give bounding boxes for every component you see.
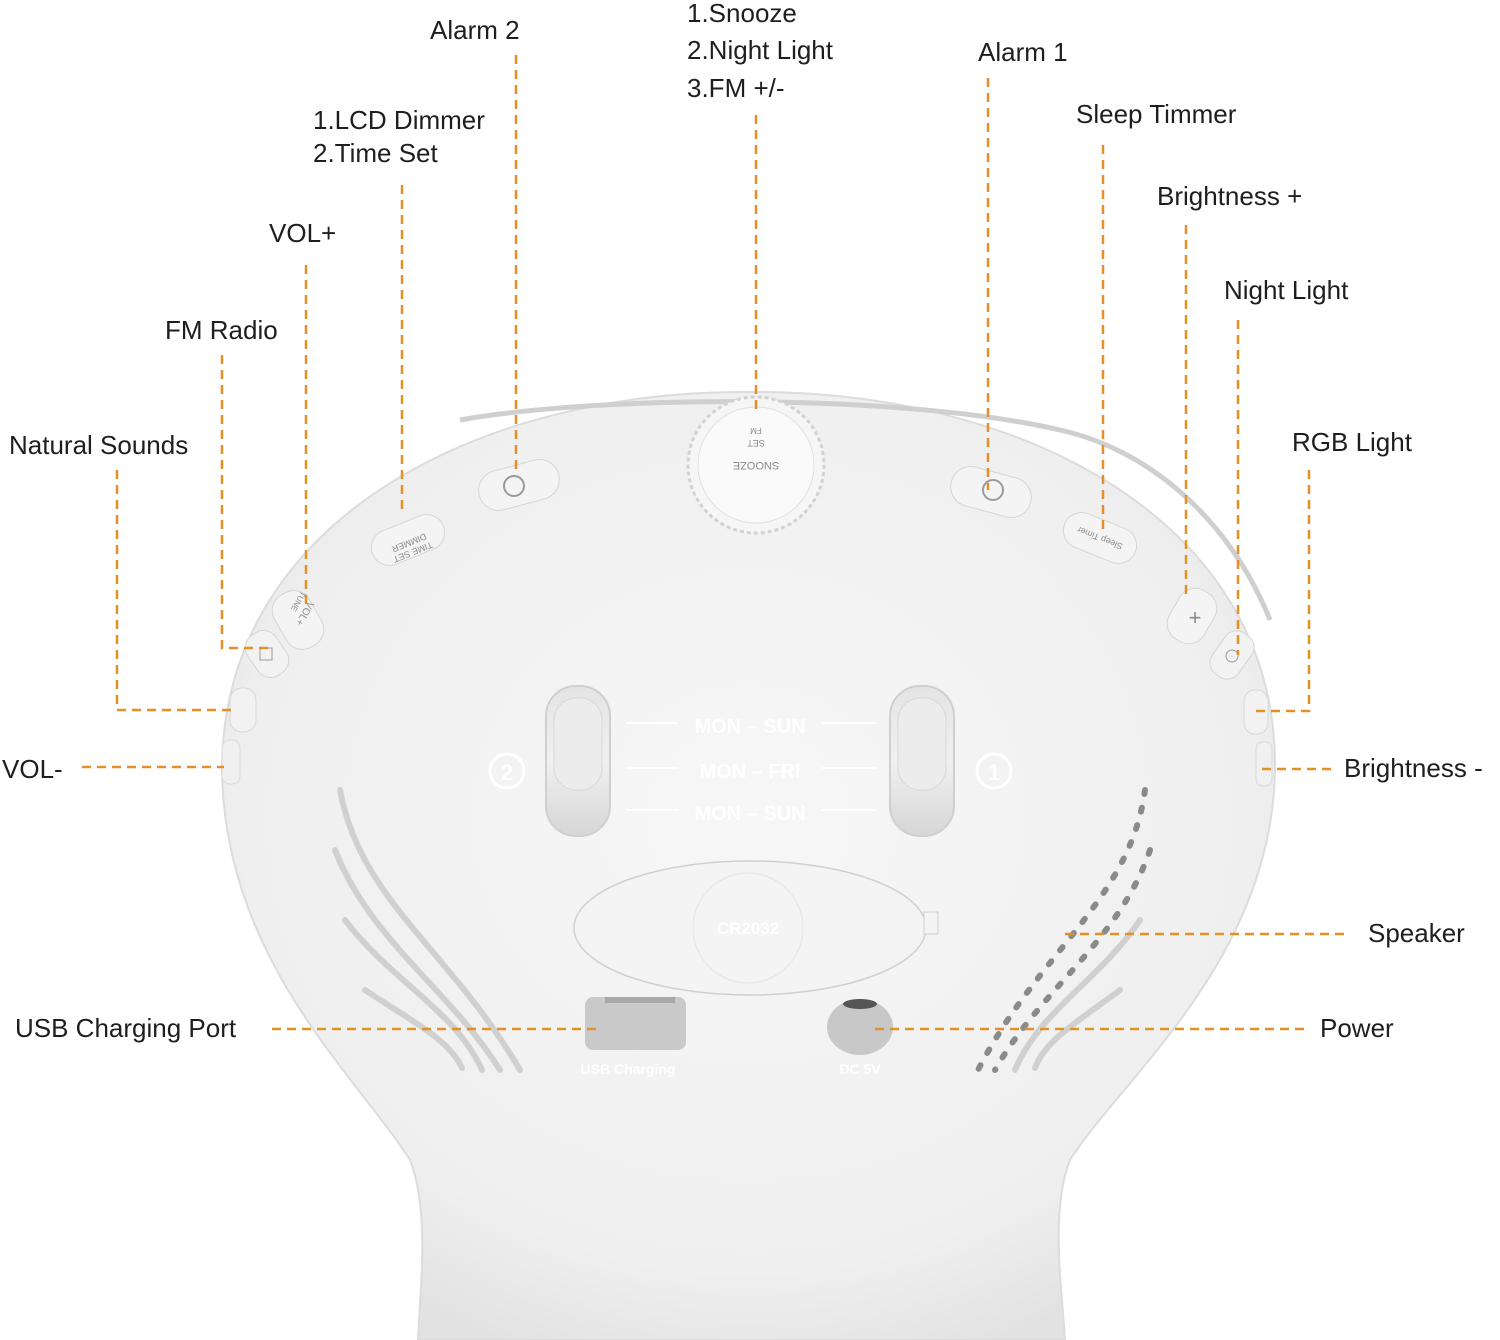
alarm1-indicator: 1 bbox=[975, 752, 1013, 790]
alarm2-button[interactable] bbox=[474, 455, 564, 515]
leader-fm-radio bbox=[220, 355, 272, 650]
fm-radio-button[interactable] bbox=[239, 625, 294, 684]
label-sleep-timer: Sleep Timmer bbox=[1076, 99, 1237, 129]
brightness-minus-button[interactable] bbox=[1255, 741, 1273, 787]
night-light-button[interactable] bbox=[1205, 625, 1260, 684]
set-print: SET bbox=[747, 438, 765, 448]
leader-natural-sounds bbox=[115, 470, 236, 712]
alarm-clock-icon bbox=[488, 752, 526, 790]
label-fm-tune: 3.FM +/- bbox=[687, 73, 785, 103]
leader-lines bbox=[82, 55, 1346, 1031]
usb-print: USB Charging bbox=[581, 1061, 676, 1077]
natural-sounds-button[interactable] bbox=[229, 687, 257, 733]
speaker-grille-right bbox=[975, 787, 1153, 1073]
mode-row-mon-sun: MON – SUN bbox=[694, 716, 805, 738]
label-fm-radio: FM Radio bbox=[165, 315, 278, 345]
alarm-clock-icon bbox=[982, 479, 1004, 501]
sleep-timer-button[interactable]: Sleep Timer bbox=[1058, 507, 1142, 569]
label-brightness-minus: Brightness - bbox=[1344, 753, 1483, 783]
label-vol-minus: VOL- bbox=[2, 754, 63, 784]
label-night-light: Night Light bbox=[1224, 275, 1349, 305]
label-vol-plus: VOL+ bbox=[269, 218, 336, 248]
usb-charging-port[interactable]: USB Charging bbox=[581, 997, 686, 1077]
alarm2-mode-switch[interactable] bbox=[545, 685, 611, 837]
battery-print: CR2032 bbox=[717, 919, 779, 938]
label-alarm2: Alarm 2 bbox=[430, 15, 520, 45]
label-alarm1: Alarm 1 bbox=[978, 37, 1068, 67]
label-rgb-light: RGB Light bbox=[1292, 427, 1413, 457]
alarm-clock-icon bbox=[975, 752, 1013, 790]
mode-row-mon-sun: MON – SUN bbox=[694, 803, 805, 825]
label-brightness-plus: Brightness + bbox=[1157, 181, 1302, 211]
alarm2-number: 2 bbox=[501, 760, 513, 785]
brightness-plus-button[interactable]: + bbox=[1161, 582, 1224, 650]
leader-rgb-light bbox=[1255, 470, 1311, 713]
alarm2-indicator: 2 bbox=[488, 752, 526, 790]
battery-compartment: CR2032 bbox=[573, 860, 939, 996]
label-speaker: Speaker bbox=[1368, 918, 1465, 948]
label-power: Power bbox=[1320, 1013, 1394, 1043]
clock-device: DIMMER TIME SET VOL+ TUNE SNOOZE SET FM bbox=[220, 390, 1277, 1340]
alarm1-mode-switch[interactable] bbox=[889, 685, 955, 837]
snooze-print: SNOOZE bbox=[733, 459, 779, 471]
bulb-icon bbox=[1225, 649, 1239, 663]
label-snooze: 1.Snooze bbox=[687, 0, 797, 28]
plus-icon: + bbox=[1189, 605, 1202, 630]
vol-minus-button[interactable] bbox=[221, 739, 241, 785]
label-usb-port: USB Charging Port bbox=[15, 1013, 237, 1043]
label-night-light-knob: 2.Night Light bbox=[687, 35, 834, 65]
label-time-set: 2.Time Set bbox=[313, 138, 439, 168]
snooze-knob[interactable]: SNOOZE SET FM bbox=[686, 395, 826, 535]
speaker-grille-left bbox=[332, 787, 523, 1073]
device-top-rim bbox=[459, 399, 1273, 621]
label-natural-sounds: Natural Sounds bbox=[9, 430, 188, 460]
dc-power-jack[interactable]: DC 5V bbox=[827, 999, 893, 1077]
alarm1-number: 1 bbox=[988, 760, 1000, 785]
mode-row-mon-fri: MON – FRI bbox=[699, 761, 800, 783]
alarm1-button[interactable] bbox=[946, 462, 1036, 522]
callout-labels: Alarm 2 1.Snooze 2.Night Light 3.FM +/- … bbox=[2, 0, 1483, 1043]
dc-print: DC 5V bbox=[839, 1061, 881, 1077]
switch-mode-guides bbox=[626, 722, 876, 811]
label-lcd-dimmer: 1.LCD Dimmer bbox=[313, 105, 485, 135]
alarm-clock-icon bbox=[503, 475, 525, 497]
fm-print: FM bbox=[750, 426, 762, 435]
vol-plus-button[interactable]: VOL+ TUNE bbox=[266, 584, 331, 656]
